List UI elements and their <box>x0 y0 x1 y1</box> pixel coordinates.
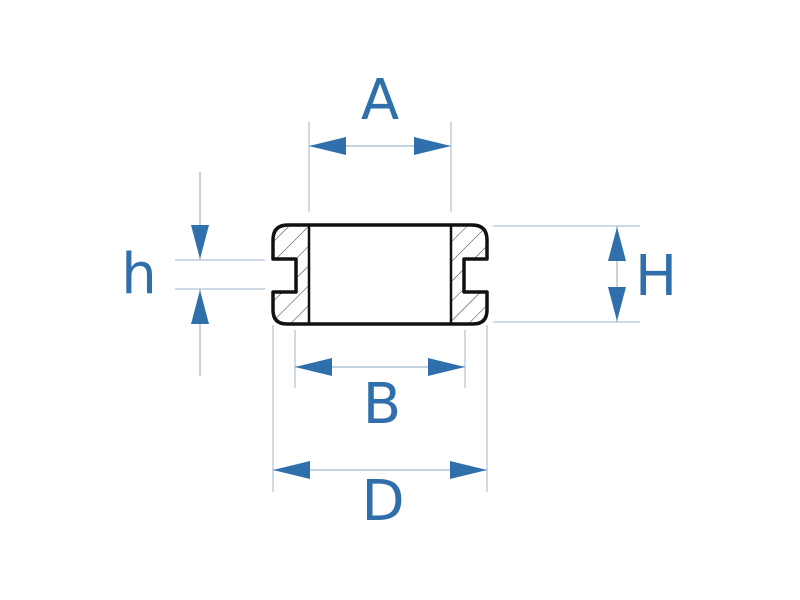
dimension-lines <box>199 145 618 471</box>
dimension-label-a: A <box>360 68 400 133</box>
arrow-b-left <box>295 358 332 376</box>
grommet-section <box>271 223 489 326</box>
arrowheads <box>191 137 626 479</box>
dimension-label-h-height: H <box>634 244 678 309</box>
arrow-h-top <box>191 225 209 259</box>
dimension-label-h-groove: h <box>121 242 157 307</box>
arrow-d-left <box>273 461 310 479</box>
dimension-label-d: D <box>361 469 405 534</box>
dimension-label-b: B <box>362 372 402 437</box>
arrow-b-right <box>428 358 465 376</box>
arrow-a-right <box>414 137 451 155</box>
arrow-d-right <box>450 461 487 479</box>
arrow-H-bottom <box>608 287 626 321</box>
arrow-h-bottom <box>191 290 209 324</box>
arrow-H-top <box>608 227 626 261</box>
extension-lines <box>175 122 640 492</box>
arrow-a-left <box>309 137 346 155</box>
